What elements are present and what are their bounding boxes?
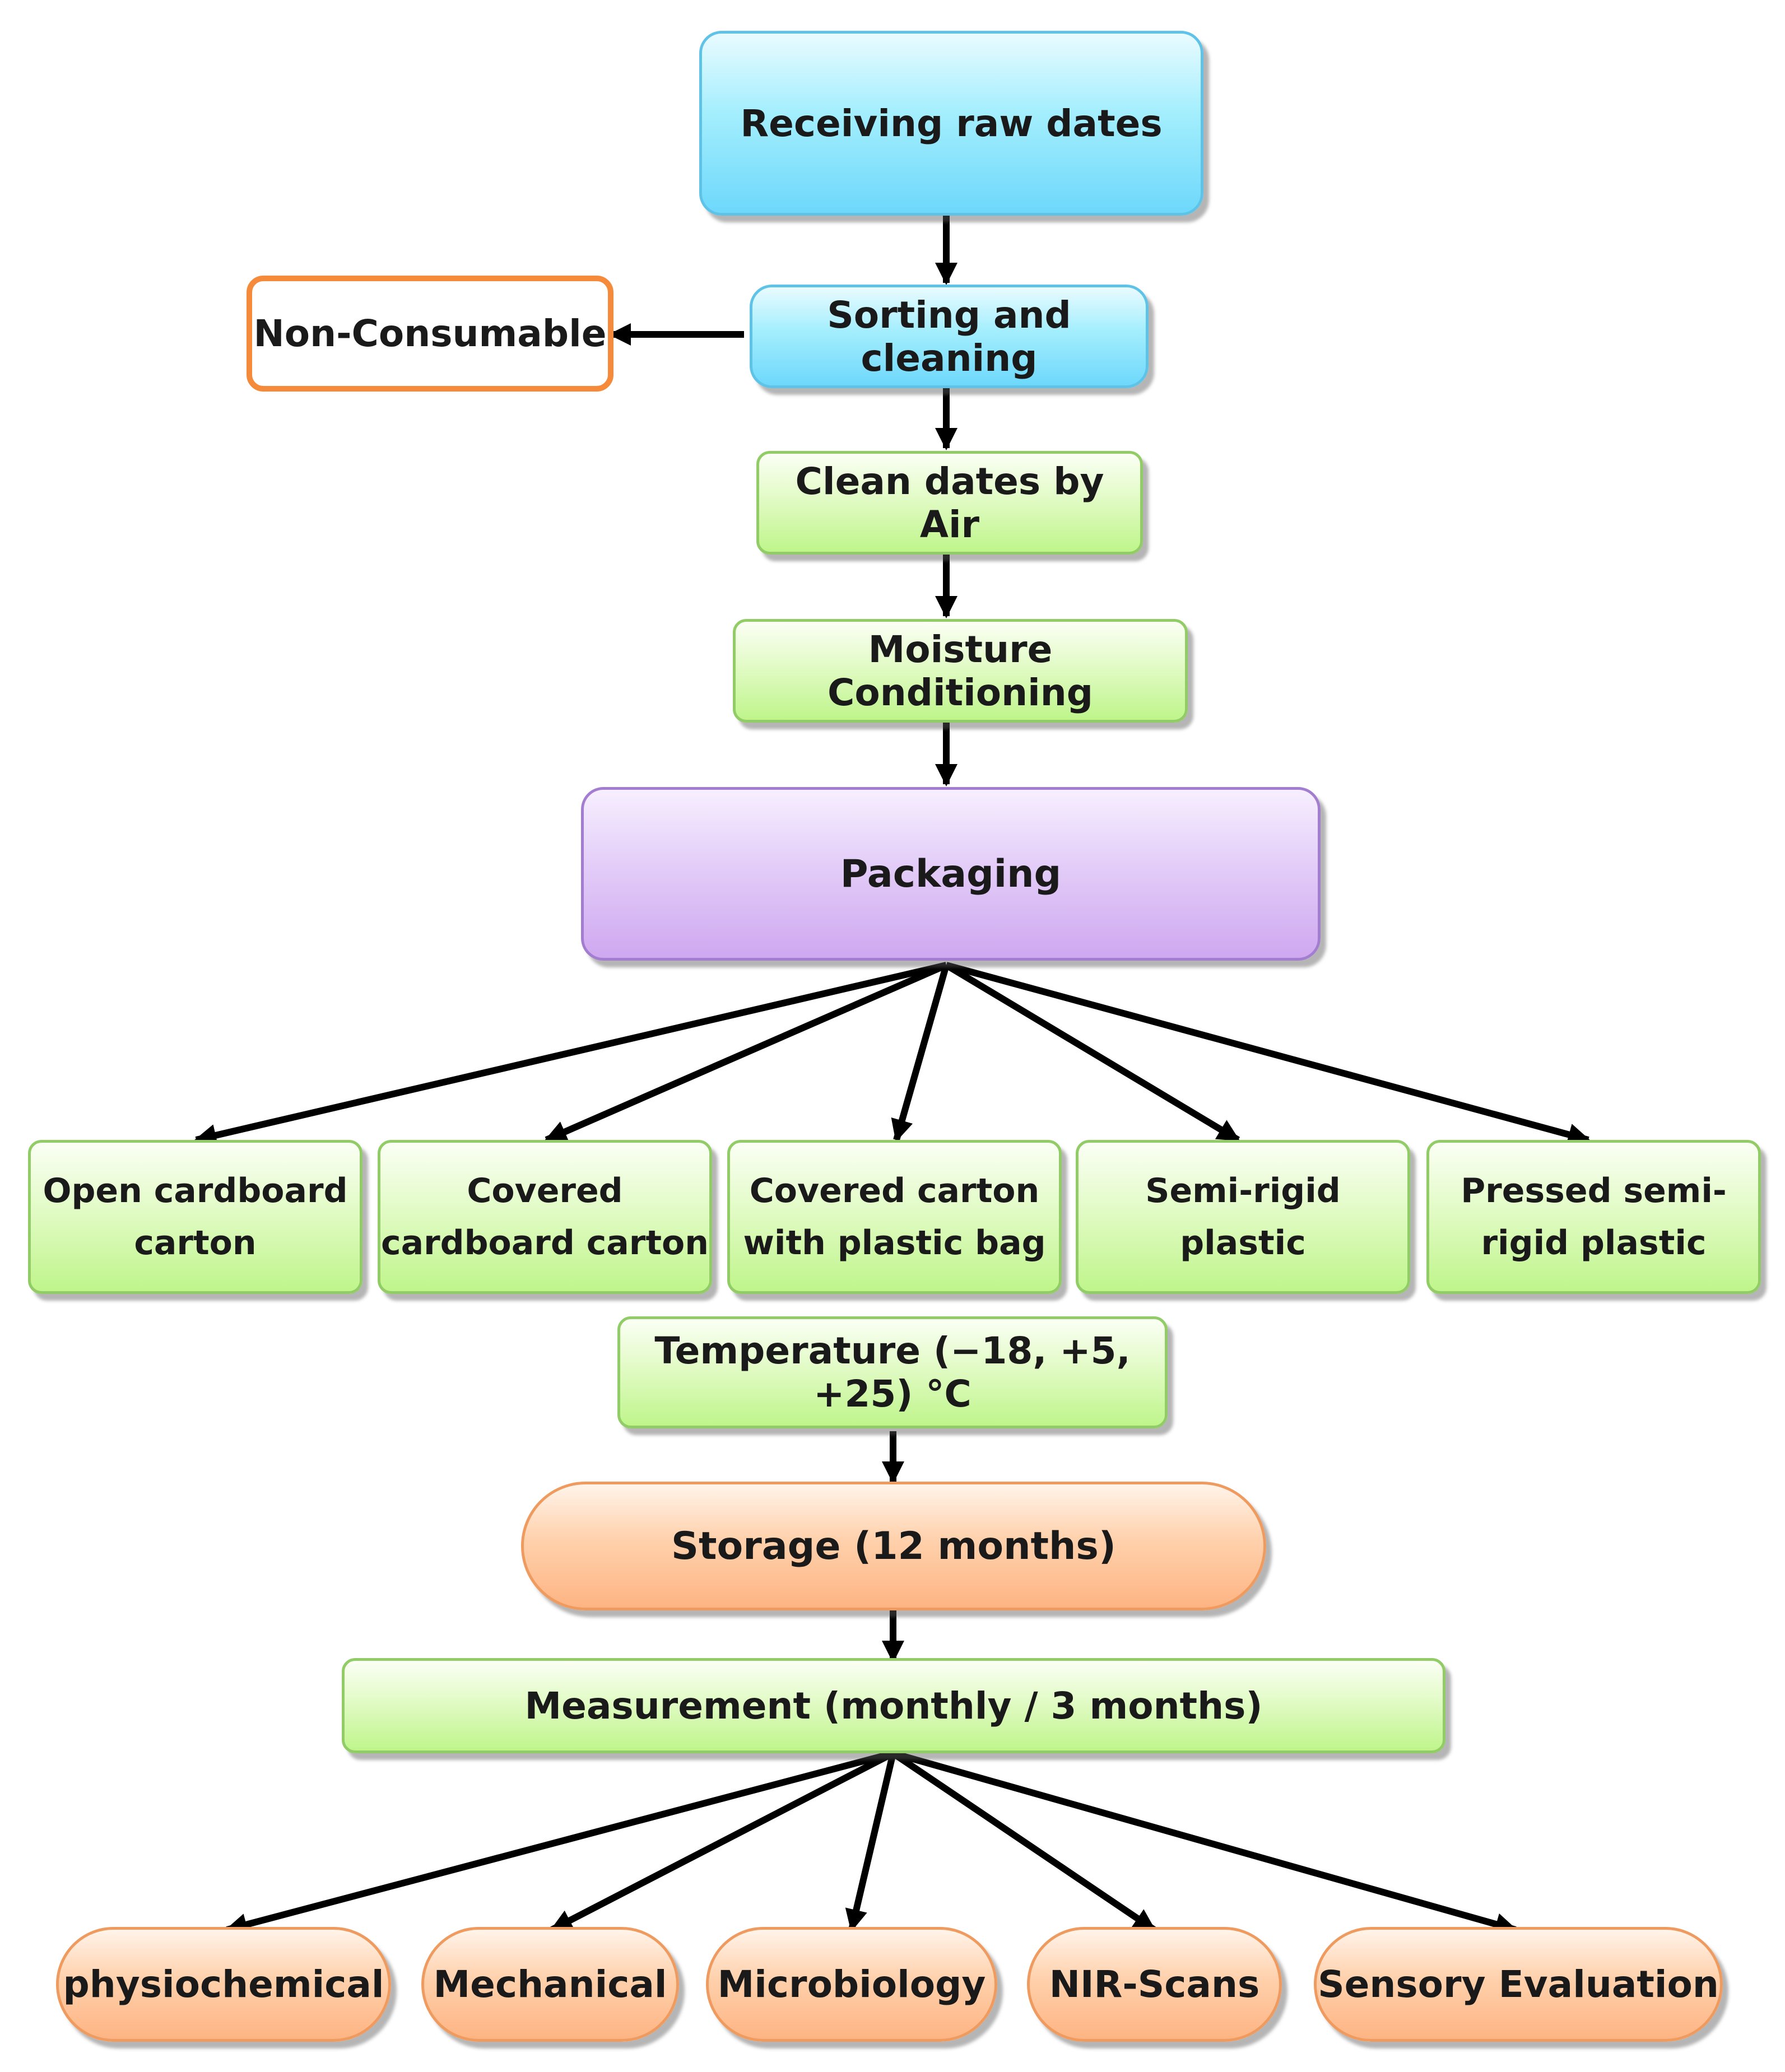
node-label: Receiving raw dates	[740, 101, 1163, 145]
arrow-packaging-to-open-cardboard	[194, 962, 947, 1147]
node-label: NIR-Scans	[1049, 1963, 1260, 2006]
node-label-line: with plastic bag	[743, 1223, 1046, 1263]
node-label: Sorting and cleaning	[827, 293, 1071, 380]
node-covered-cardboard-carton: Covered cardboard carton	[378, 1140, 712, 1294]
node-non-consumable: Non-Consumable	[247, 276, 613, 392]
arrow-packaging-to-covered-carton-bag	[891, 964, 950, 1142]
node-pressed-semi-rigid-plastic: Pressed semi- rigid plastic	[1426, 1140, 1761, 1294]
node-mechanical: Mechanical	[421, 1927, 679, 2042]
node-label-line: Covered carton	[749, 1171, 1040, 1210]
node-measurement: Measurement (monthly / 3 months)	[342, 1658, 1445, 1753]
arrow-packaging-to-pressed-semi-rigid	[945, 962, 1591, 1146]
node-microbiology: Microbiology	[706, 1927, 997, 2042]
node-moisture-conditioning: Moisture Conditioning	[733, 619, 1188, 723]
node-label: Temperature (−18, +5, +25) °C	[654, 1329, 1131, 1416]
node-label: Moisture Conditioning	[828, 627, 1093, 714]
node-clean-dates-by-air: Clean dates by Air	[756, 451, 1143, 555]
node-label-line: cardboard carton	[381, 1223, 709, 1263]
node-semi-rigid-plastic: Semi-rigid plastic	[1076, 1140, 1410, 1294]
arrow-measurement-to-nir	[891, 1750, 1156, 1933]
node-label-line: Open cardboard	[43, 1171, 348, 1210]
node-label: Clean dates by Air	[795, 459, 1104, 546]
node-label: Microbiology	[717, 1963, 986, 2006]
node-label-line: Covered	[467, 1171, 623, 1210]
node-label: Storage (12 months)	[671, 1524, 1116, 1568]
arrow-packaging-to-covered-cardboard	[544, 962, 948, 1143]
node-storage: Storage (12 months)	[521, 1482, 1266, 1610]
node-label-line: Pressed semi-	[1461, 1171, 1727, 1210]
node-sensory-evaluation: Sensory Evaluation	[1314, 1927, 1723, 2042]
node-label: Non-Consumable	[253, 312, 607, 355]
node-label: Packaging	[840, 851, 1062, 896]
node-receiving-raw-dates: Receiving raw dates	[699, 31, 1203, 216]
arrow-measurement-to-physiochemical	[225, 1750, 894, 1936]
node-covered-carton-with-plastic-bag: Covered carton with plastic bag	[727, 1140, 1062, 1294]
node-label-line: carton	[134, 1223, 257, 1263]
node-temperature: Temperature (−18, +5, +25) °C	[617, 1316, 1168, 1428]
node-nir-scans: NIR-Scans	[1027, 1927, 1282, 2042]
node-label: Measurement (monthly / 3 months)	[524, 1684, 1263, 1728]
node-packaging: Packaging	[581, 787, 1321, 961]
node-sorting-and-cleaning: Sorting and cleaning	[750, 285, 1149, 388]
arrow-measurement-to-microbiology	[845, 1752, 896, 1932]
node-physiochemical: physiochemical	[56, 1927, 391, 2042]
node-label: Sensory Evaluation	[1318, 1963, 1719, 2006]
node-label: Mechanical	[433, 1963, 667, 2006]
node-open-cardboard-carton: Open cardboard carton	[28, 1140, 362, 1294]
arrow-packaging-to-semi-rigid	[944, 962, 1240, 1143]
node-label: physiochemical	[63, 1963, 384, 2006]
arrow-measurement-to-sensory	[892, 1750, 1518, 1935]
node-label-line: rigid plastic	[1481, 1223, 1707, 1263]
arrow-measurement-to-mechanical	[550, 1750, 895, 1933]
node-label-line: Semi-rigid plastic	[1145, 1171, 1341, 1263]
